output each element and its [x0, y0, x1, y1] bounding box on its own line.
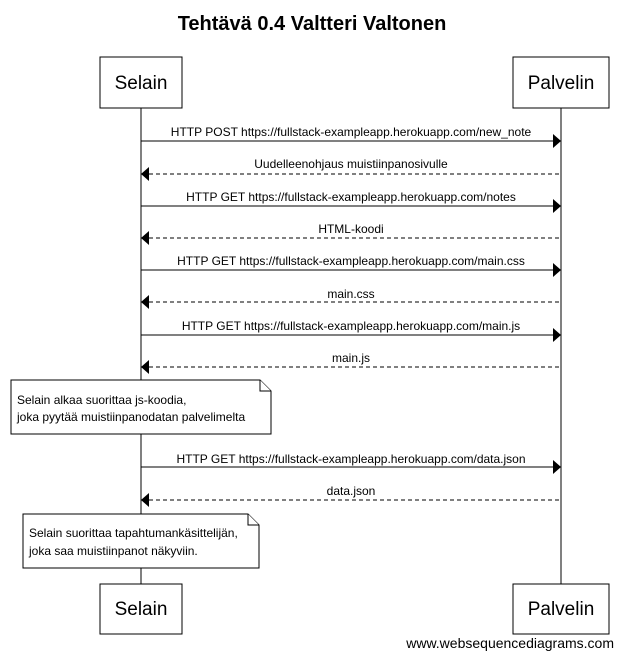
message-html-response: HTML-koodi — [141, 222, 561, 245]
message-label: data.json — [327, 484, 376, 498]
note-event-handler: Selain suorittaa tapahtumankäsittelijän,… — [22, 513, 260, 569]
arrowhead-right — [553, 460, 561, 474]
actor-palvelin-top: Palvelin — [512, 56, 610, 109]
actor-palvelin-bottom-label: Palvelin — [528, 599, 595, 620]
actor-palvelin-top-label: Palvelin — [528, 73, 595, 94]
message-label: HTTP GET https://fullstack-exampleapp.he… — [186, 190, 516, 204]
message-label: main.css — [327, 287, 374, 301]
message-label: Uudelleenohjaus muistiinpanosivulle — [254, 157, 448, 171]
arrowhead-right — [553, 328, 561, 342]
arrowhead-left — [141, 231, 149, 245]
arrowhead-left — [141, 167, 149, 181]
arrowhead-left — [141, 360, 149, 374]
message-get-notes: HTTP GET https://fullstack-exampleapp.he… — [141, 190, 561, 213]
message-data-json-response: data.json — [141, 484, 561, 507]
actor-selain-bottom: Selain — [99, 583, 183, 635]
message-main-css-response: main.css — [141, 287, 561, 309]
actor-selain-top: Selain — [99, 56, 183, 109]
arrowhead-right — [553, 263, 561, 277]
arrowhead-right — [553, 134, 561, 148]
diagram-title: Tehtävä 0.4 Valtteri Valtonen — [178, 13, 447, 35]
message-label: HTTP GET https://fullstack-exampleapp.he… — [176, 452, 525, 466]
note-js-execution: Selain alkaa suorittaa js-koodia, joka p… — [10, 379, 272, 435]
message-label: HTML-koodi — [318, 222, 383, 236]
note-line: joka saa muistiinpanot näkyviin. — [28, 544, 198, 558]
arrowhead-right — [553, 199, 561, 213]
message-get-data-json: HTTP GET https://fullstack-exampleapp.he… — [141, 452, 561, 474]
actor-palvelin-bottom: Palvelin — [512, 583, 610, 635]
message-main-js-response: main.js — [141, 351, 561, 374]
message-get-main-css: HTTP GET https://fullstack-exampleapp.he… — [141, 254, 561, 277]
message-label: HTTP GET https://fullstack-exampleapp.he… — [177, 254, 525, 268]
footer-credit: www.websequencediagrams.com — [405, 635, 614, 651]
message-get-main-js: HTTP GET https://fullstack-exampleapp.he… — [141, 319, 561, 342]
message-label: HTTP POST https://fullstack-exampleapp.h… — [171, 125, 532, 139]
note-line: joka pyytää muistiinpanodatan palvelimel… — [16, 410, 245, 424]
message-post-new-note: HTTP POST https://fullstack-exampleapp.h… — [141, 125, 561, 148]
message-redirect: Uudelleenohjaus muistiinpanosivulle — [141, 157, 561, 181]
arrowhead-left — [141, 493, 149, 507]
actor-selain-bottom-label: Selain — [115, 599, 168, 620]
message-label: main.js — [332, 351, 370, 365]
note-line: Selain suorittaa tapahtumankäsittelijän, — [29, 526, 238, 540]
message-label: HTTP GET https://fullstack-exampleapp.he… — [182, 319, 520, 333]
note-line: Selain alkaa suorittaa js-koodia, — [17, 393, 186, 407]
arrowhead-left — [141, 295, 149, 309]
actor-selain-top-label: Selain — [115, 73, 168, 94]
